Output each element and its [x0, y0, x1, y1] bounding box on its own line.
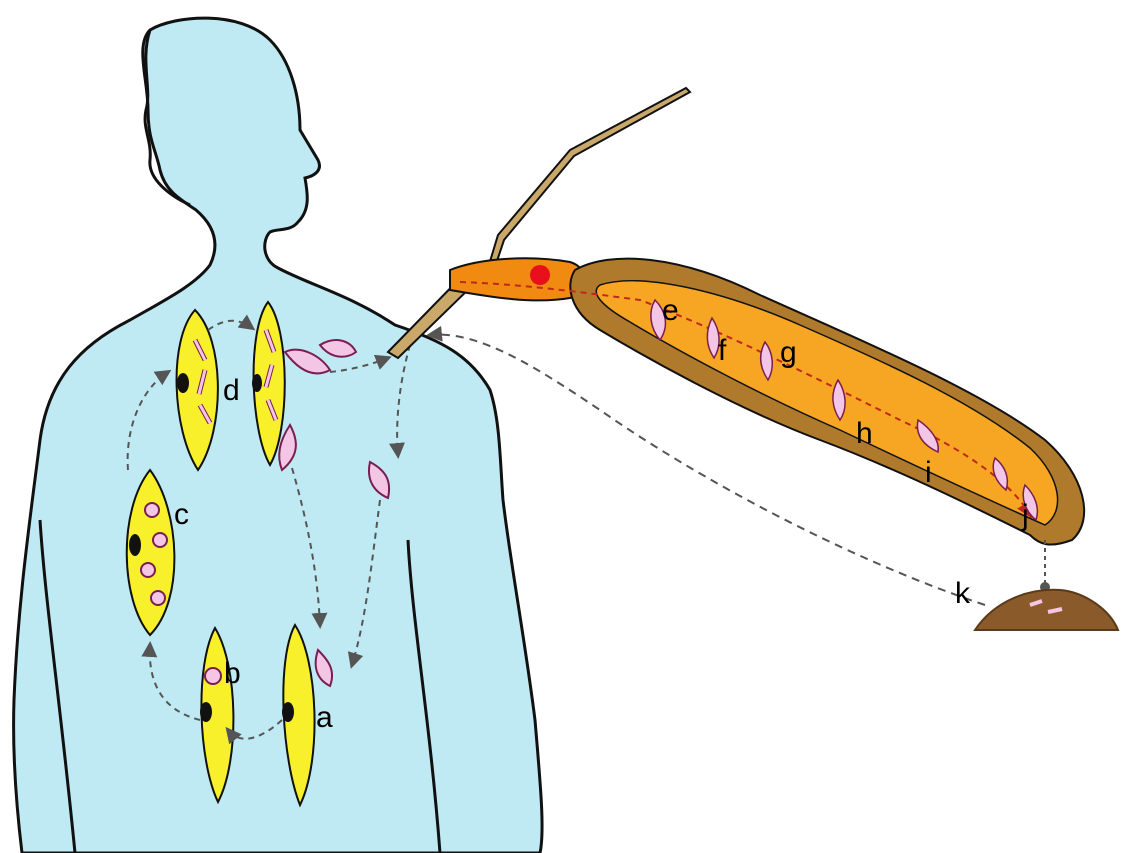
label-h: h [856, 417, 873, 450]
label-k: k [955, 577, 971, 610]
label-j: j [1021, 499, 1029, 532]
bug-head [450, 258, 585, 300]
label-c: c [174, 498, 189, 531]
label-a: a [316, 701, 333, 734]
bug-antenna [488, 88, 690, 270]
label-d: d [223, 374, 240, 407]
salivary-gland [530, 265, 550, 285]
label-b: b [224, 657, 241, 690]
label-e: e [662, 294, 679, 327]
feces-mound [975, 590, 1118, 630]
label-i: i [925, 456, 932, 489]
label-g: g [780, 336, 797, 369]
label-f: f [718, 334, 727, 367]
